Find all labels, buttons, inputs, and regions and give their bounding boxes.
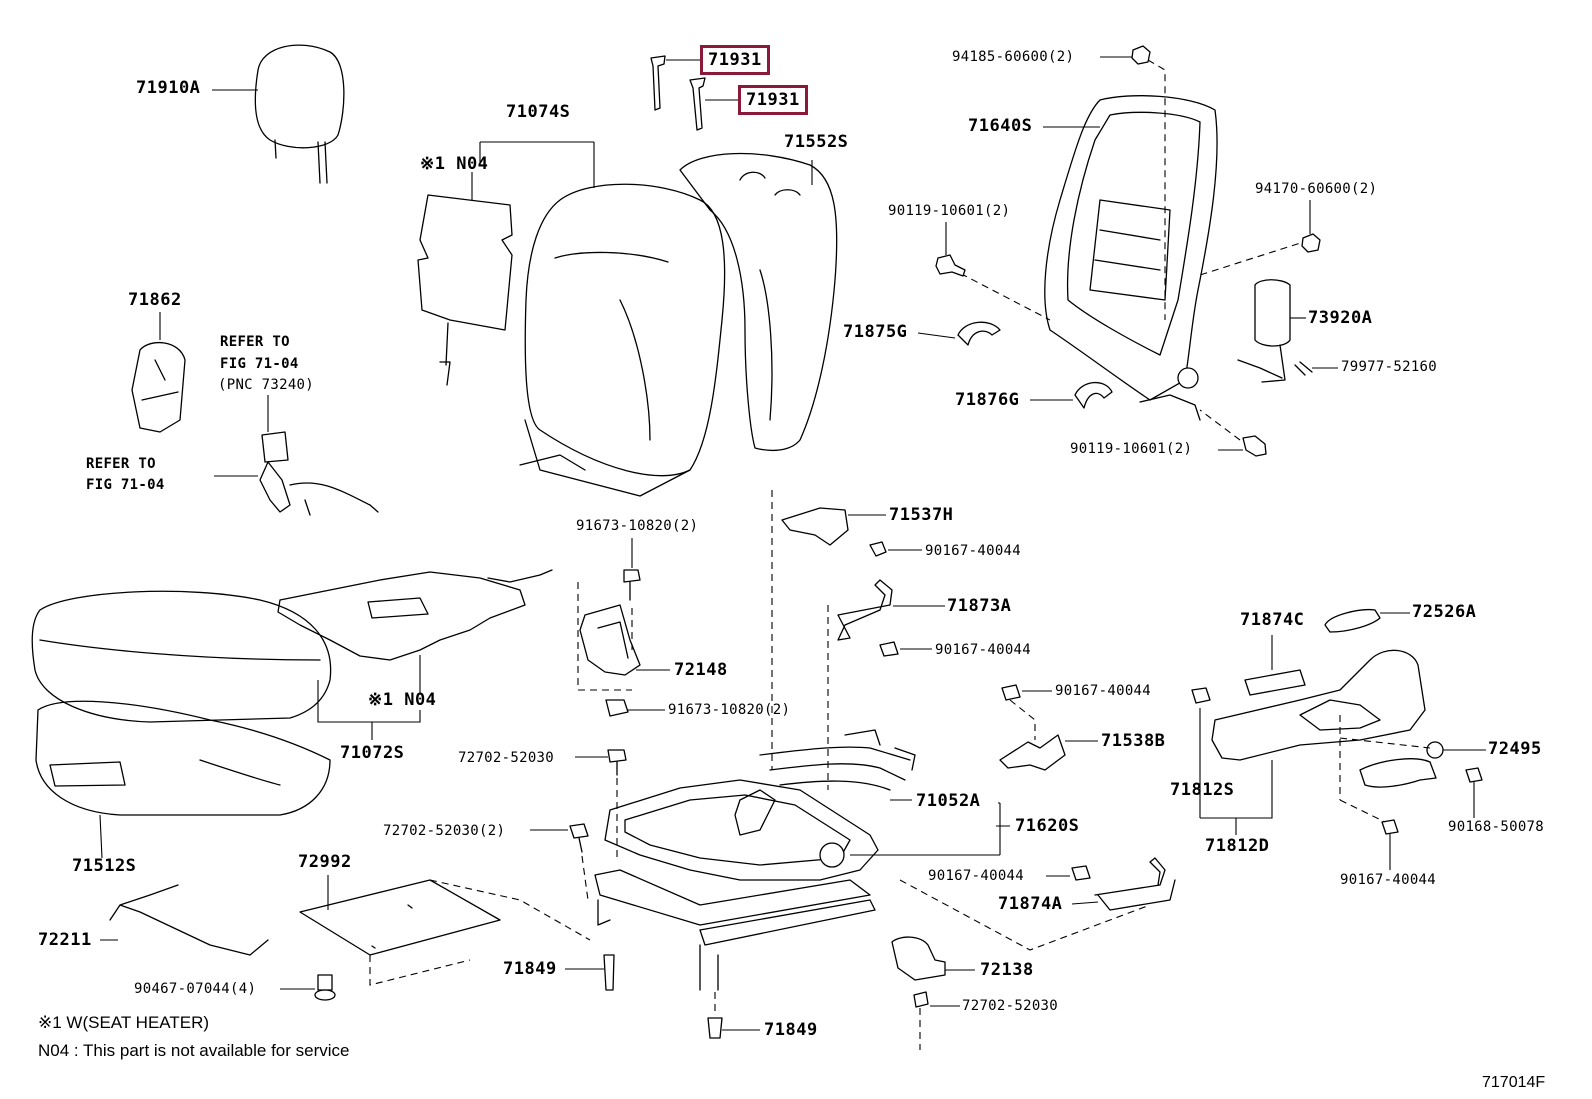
footnote-n04: N04 : This part is not available for ser…: [38, 1041, 350, 1060]
label-pin-71931-a[interactable]: 71931: [700, 45, 770, 75]
seatback-heater-drawing: [417, 172, 513, 386]
screw-90167-d2-drawing: [1339, 799, 1399, 870]
nut-94170-drawing: [1301, 200, 1321, 253]
label-shield-71812d[interactable]: 71812D: [1205, 836, 1270, 856]
trim-71862-drawing: [131, 312, 186, 433]
label-nut-94185[interactable]: 94185-60600(2): [952, 49, 1075, 65]
label-spring-71052[interactable]: 71052A: [916, 791, 981, 811]
label-n04-cushion[interactable]: ※1 N04: [368, 690, 437, 710]
label-hinge-cover-inner[interactable]: 71876G: [955, 390, 1020, 410]
label-trim-71862[interactable]: 71862: [128, 290, 182, 310]
seatbelt-buckle-drawing: [214, 395, 379, 516]
label-bracket-71537[interactable]: 71537H: [889, 505, 954, 525]
label-refer-1a: REFER TO: [220, 334, 290, 350]
bolt-71849-a-drawing: [565, 954, 615, 991]
label-seatback-assy[interactable]: 71074S: [506, 102, 571, 122]
bolt-91673-bot-drawing: [605, 699, 665, 717]
label-adjuster-71620[interactable]: 71620S: [1015, 816, 1080, 836]
label-cover-71874c[interactable]: 71874C: [1240, 610, 1305, 630]
label-screw-90167-d[interactable]: 90167-40044: [928, 868, 1025, 884]
hinge-cover-g-drawing: [917, 321, 1001, 346]
label-bolt-72702-c[interactable]: 72702-52030: [962, 998, 1059, 1014]
label-back-frame[interactable]: 71640S: [968, 116, 1033, 136]
label-screw-90167-a[interactable]: 90167-40044: [925, 543, 1022, 559]
clip-90467-drawing: [280, 974, 336, 1001]
bolt-72702-a-drawing: [575, 749, 627, 860]
label-cushion-pad[interactable]: 71512S: [72, 856, 137, 876]
label-screw-90168[interactable]: 90168-50078: [1448, 819, 1545, 835]
cover-72138-drawing: [891, 936, 975, 1050]
bolt-71849-b-drawing: [707, 992, 760, 1039]
label-bolt-90119-bot[interactable]: 90119-10601(2): [1070, 441, 1193, 457]
screw-90168-drawing: [1465, 767, 1483, 818]
seat-adjuster-drawing: [594, 779, 1010, 991]
label-bracket-72148[interactable]: 72148: [674, 660, 728, 680]
shield-71812-drawing: [1191, 635, 1426, 835]
headrest-drawing: [212, 44, 345, 184]
label-clip-90467[interactable]: 90467-07044(4): [134, 981, 257, 997]
label-wire-72211[interactable]: 72211: [38, 930, 92, 950]
label-screw-90167-b[interactable]: 90167-40044: [935, 642, 1032, 658]
label-knob-72526[interactable]: 72526A: [1412, 602, 1477, 622]
label-pin-71931-b[interactable]: 71931: [738, 85, 808, 115]
label-bolt-72702-b[interactable]: 72702-52030(2): [383, 823, 506, 839]
cushion-pad-drawing: [31, 590, 332, 859]
seatback-frame-drawing: [1043, 95, 1218, 421]
knob-72495-drawing: [1339, 715, 1486, 800]
label-shield-71812s[interactable]: 71812S: [1170, 780, 1235, 800]
label-refer-2b: FIG 71-04: [86, 477, 165, 493]
bracket-71537-drawing: [781, 507, 922, 557]
label-bolt-71849-a[interactable]: 71849: [503, 959, 557, 979]
label-bolt-91673-bot[interactable]: 91673-10820(2): [668, 702, 791, 718]
bolt-90119-top-drawing: [935, 222, 966, 277]
label-hinge-cover-g[interactable]: 71875G: [843, 322, 908, 342]
label-airbag[interactable]: 73920A: [1308, 308, 1373, 328]
pin-drawings: [650, 55, 740, 131]
bolt-72702-b-drawing: [530, 823, 589, 901]
cover-71538-drawing: [999, 684, 1098, 771]
wire-72211-drawing: [100, 884, 269, 956]
label-headrest[interactable]: 71910A: [136, 78, 201, 98]
label-bolt-72702-a[interactable]: 72702-52030: [458, 750, 555, 766]
label-connector[interactable]: 79977-52160: [1341, 359, 1438, 375]
label-refer-1c: (PNC 73240): [218, 377, 315, 393]
nut-94185-drawing: [1100, 45, 1151, 65]
label-cover-72138[interactable]: 72138: [980, 960, 1034, 980]
bracket-72148-drawing: [577, 582, 670, 691]
label-cushion-assy[interactable]: 71072S: [340, 743, 405, 763]
label-bolt-71849-b[interactable]: 71849: [764, 1020, 818, 1040]
knob-72526-drawing: [1324, 609, 1410, 633]
label-cover-71873[interactable]: 71873A: [947, 596, 1012, 616]
label-cover-71538[interactable]: 71538B: [1101, 731, 1166, 751]
label-nut-94170[interactable]: 94170-60600(2): [1255, 181, 1378, 197]
label-n04-back[interactable]: ※1 N04: [420, 154, 489, 174]
label-refer-1b: FIG 71-04: [220, 356, 299, 372]
bolt-91673-top-drawing: [623, 538, 641, 601]
hinge-cover-inner-drawing: [1030, 381, 1113, 409]
seatback-pad-drawing: [519, 183, 726, 497]
figure-code: 717014F: [1482, 1074, 1546, 1091]
airbag-drawing: [1254, 279, 1306, 383]
bolt-90119-bot-drawing: [1218, 435, 1267, 457]
label-screw-90167-e[interactable]: 90167-40044: [1340, 872, 1437, 888]
label-screw-90167-c[interactable]: 90167-40044: [1055, 683, 1152, 699]
footnote-seat-heater: ※1 W(SEAT HEATER): [38, 1013, 210, 1032]
label-bolt-91673-top[interactable]: 91673-10820(2): [576, 518, 699, 534]
connector-drawing: [1237, 359, 1338, 379]
label-plate-72992[interactable]: 72992: [298, 852, 352, 872]
label-knob-72495[interactable]: 72495: [1488, 739, 1542, 759]
plate-72992-drawing: [299, 875, 591, 986]
label-cover-71874a[interactable]: 71874A: [998, 894, 1063, 914]
cushion-heater-drawing: [277, 569, 553, 693]
label-refer-2a: REFER TO: [86, 456, 156, 472]
label-bolt-90119-top[interactable]: 90119-10601(2): [888, 203, 1011, 219]
cover-71873-drawing: [837, 579, 945, 657]
label-back-cover[interactable]: 71552S: [784, 132, 849, 152]
spring-71052-drawing: [759, 729, 916, 801]
seatback-cover-drawing: [679, 152, 838, 452]
cover-71874a-drawing: [1046, 857, 1176, 911]
